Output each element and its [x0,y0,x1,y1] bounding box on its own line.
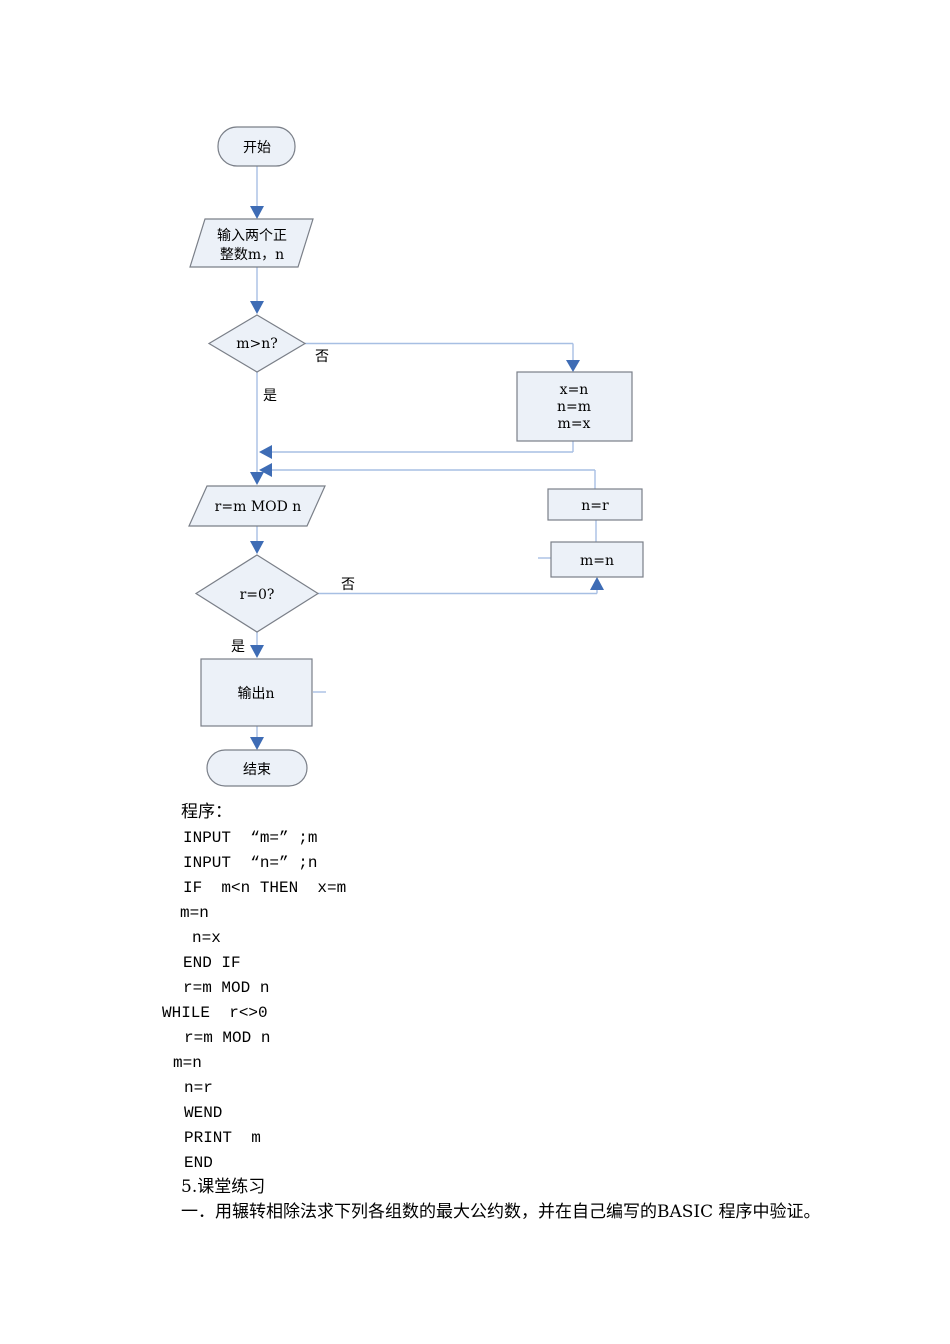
program-heading: 程序： [181,802,232,822]
arrow-down-icon [250,301,264,314]
code-line: END [184,1154,213,1172]
no-label-1: 否 [315,349,329,365]
flowchart-svg: 开始 输入两个正 整数m，n m>n? 否 是 x=n n=m m=x r=m … [188,126,644,787]
arrow-down-icon [250,206,264,219]
code-line: r=m MOD n [183,979,270,997]
start-label: 开始 [243,140,271,156]
arrow-left-icon [259,463,272,477]
nr-label: n=r [581,498,609,514]
code-line: END IF [183,954,241,972]
input-label-line1: 输入两个正 [217,228,287,244]
swap-line3: m=x [558,416,591,432]
nr-process-box [547,488,643,521]
arrow-down-icon [250,541,264,554]
code-line: m=n [180,904,209,922]
yes-label-2: 是 [231,639,245,655]
decision-m-gt-n-label: m>n? [236,336,278,352]
mod-parallelogram [188,485,326,527]
mn-process-box [550,541,644,578]
code-line: n=x [192,929,221,947]
mod-label: r=m MOD n [215,499,302,515]
exercise-section-heading: 5.课堂练习 [181,1177,266,1197]
decision-m-gt-n-diamond [207,314,307,373]
output-label: 输出n [237,686,274,702]
output-box [200,658,313,727]
code-line: INPUT “m=” ;m [183,829,318,847]
code-line: PRINT m [184,1129,261,1147]
arrow-down-icon [566,360,580,372]
yes-label-1: 是 [263,388,277,404]
code-line: r=m MOD n [184,1029,271,1047]
code-line: n=r [184,1079,213,1097]
swap-line2: n=m [557,399,591,415]
start-terminator [217,126,296,167]
code-line: WEND [184,1104,223,1122]
swap-process-box [516,371,633,442]
swap-line1: x=n [560,382,589,398]
code-line: IF m<n THEN x=m [183,879,347,897]
exercise-item: 一．用辗转相除法求下列各组数的最大公约数，并在自己编写的BASIC 程序中验证。 [181,1202,821,1222]
input-parallelogram [189,218,314,268]
flowchart: 开始 输入两个正 整数m，n m>n? 否 是 x=n n=m m=x r=m … [188,126,644,787]
code-line: m=n [173,1054,202,1072]
arrow-down-icon [250,737,264,750]
end-terminator [206,749,308,787]
code-line: INPUT “n=” ;n [183,854,318,872]
arrow-down-icon [250,472,264,485]
decision-r-eq-0-label: r=0? [240,587,275,603]
arrow-down-icon [250,645,264,658]
input-label-line2: 整数m，n [220,247,284,263]
end-label: 结束 [243,762,271,778]
arrow-up-icon [590,577,604,590]
code-line: WHILE r<>0 [162,1004,268,1022]
no-label-2: 否 [341,577,355,593]
arrow-left-icon [259,445,272,459]
decision-r-eq-0-diamond [194,554,320,633]
mn-label: m=n [580,553,614,569]
